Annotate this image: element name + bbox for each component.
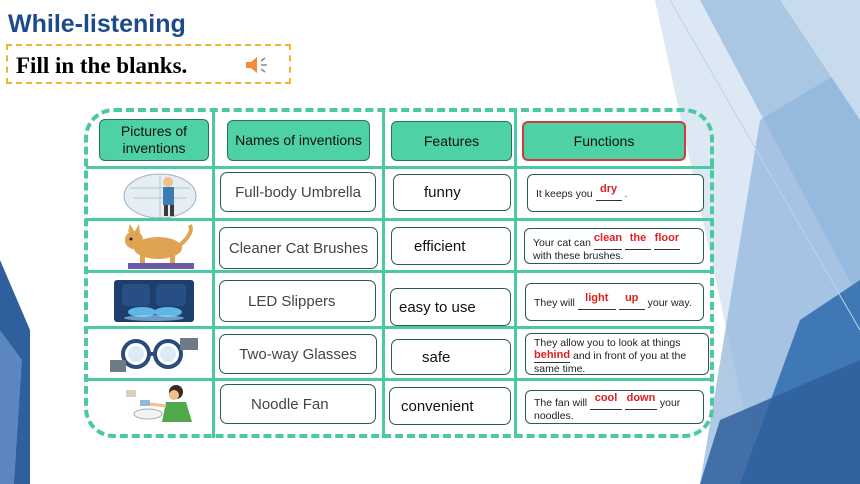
answer: dry — [599, 183, 618, 195]
function-after: your noodles. — [534, 397, 681, 422]
row-divider — [86, 326, 714, 329]
section-heading: While-listening — [8, 10, 186, 38]
header-pictures: Pictures of inventions — [99, 119, 209, 161]
function-after: and in front of you at the same time. — [534, 350, 687, 375]
row-divider — [86, 378, 714, 381]
function-text: It keeps you dry . — [527, 174, 704, 212]
invention-name: Cleaner Cat Brushes — [219, 227, 378, 269]
speaker-icon[interactable] — [244, 54, 270, 76]
answer: up — [624, 292, 639, 304]
answer: behind — [534, 349, 571, 361]
function-before: It keeps you — [536, 188, 593, 200]
column-divider — [514, 108, 517, 438]
invention-name: Full-body Umbrella — [220, 172, 376, 212]
invention-feature: easy to use — [390, 288, 511, 326]
function-before: They allow you to look at things — [534, 337, 681, 349]
answer: light — [585, 292, 609, 304]
row-divider — [86, 270, 714, 273]
instruction-box: Fill in the blanks. — [6, 44, 291, 84]
invention-name: Two-way Glasses — [219, 334, 377, 374]
function-before: The fan will — [534, 397, 588, 409]
cat-image — [125, 224, 194, 269]
invention-name: LED Slippers — [219, 280, 376, 322]
function-text: Your cat can clean the floor with these … — [524, 228, 704, 264]
function-before: Your cat can — [533, 237, 591, 249]
row-divider — [86, 166, 714, 169]
slippers-image — [114, 280, 194, 322]
table-frame — [84, 108, 714, 438]
row-divider — [86, 218, 714, 221]
function-before: They will — [534, 297, 575, 309]
noodle-fan-image — [126, 385, 192, 422]
invention-feature: convenient — [389, 387, 511, 425]
header-names: Names of inventions — [227, 120, 370, 161]
header-features: Features — [391, 121, 512, 161]
answer: cool — [594, 392, 618, 404]
column-divider — [212, 108, 215, 438]
answer: clean — [593, 232, 623, 244]
instruction-text: Fill in the blanks. — [16, 53, 188, 78]
answer: down — [626, 392, 656, 404]
invention-feature: funny — [393, 174, 511, 211]
answer: the — [629, 232, 647, 244]
invention-feature: safe — [391, 339, 511, 375]
function-after: with these brushes. — [533, 250, 624, 262]
function-text: The fan will cool down your noodles. — [525, 390, 704, 424]
invention-feature: efficient — [391, 227, 511, 265]
glasses-image — [110, 338, 198, 372]
column-divider — [382, 108, 385, 438]
function-text: They will light up your way. — [525, 283, 704, 321]
function-text: They allow you to look at things behind … — [525, 333, 709, 375]
function-after: your way. — [647, 297, 692, 309]
function-after: . — [624, 188, 628, 200]
header-functions: Functions — [522, 121, 686, 161]
answer: floor — [654, 232, 680, 244]
umbrella-image — [123, 173, 197, 218]
invention-name: Noodle Fan — [220, 384, 376, 424]
